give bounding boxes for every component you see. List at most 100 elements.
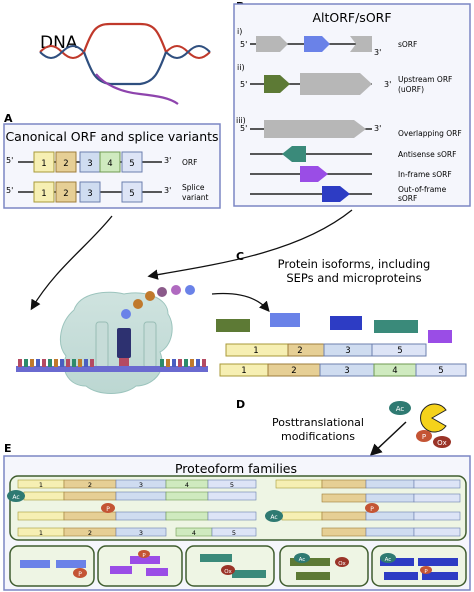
- protein-green: [216, 319, 250, 332]
- orf-exon-4: 4: [107, 159, 112, 169]
- isoform2-exon-5: 5: [438, 366, 443, 376]
- pf-small4-ac: Ac: [299, 557, 306, 563]
- protein-purple: [428, 330, 452, 343]
- sub-i: i): [237, 27, 242, 36]
- isoform2-exon-4: 4: [392, 366, 397, 376]
- overlap-label: Overlapping ORF: [398, 129, 462, 138]
- orf-exons: 1 2 3 4 5: [33, 151, 143, 173]
- sorf-five-prime: 5': [240, 40, 247, 49]
- sorf-three-prime: 3': [374, 48, 381, 57]
- pf-row1-exon-5: 5: [230, 481, 234, 489]
- dna-illustration: DNA: [39, 22, 211, 105]
- phospho-marker: [416, 430, 432, 442]
- splice-three-prime: 3': [164, 186, 171, 195]
- proteoform-small-family-5: Ac P: [371, 545, 467, 587]
- panel-c: Protein isoforms, including SEPs and mic…: [216, 257, 467, 377]
- proteoform-small-family-2: P: [97, 545, 183, 587]
- arrow-b-to-ribosome: [147, 209, 353, 280]
- panel-letter-c: C: [236, 250, 244, 263]
- panel-c-title-line2: SEPs and microproteins: [286, 271, 421, 285]
- panel-d-title-line2: modifications: [281, 430, 355, 443]
- sub-ii: ii): [237, 63, 245, 72]
- orf-exon-2: 2: [63, 159, 68, 169]
- panel-a-title: Canonical ORF and splice variants: [5, 129, 218, 144]
- isoform1-exon-5: 5: [397, 346, 402, 356]
- outframe-label-line2: sORF: [398, 194, 417, 203]
- pf-right-ac: Ac: [270, 514, 277, 521]
- enzyme-pacman: [420, 403, 447, 433]
- pf-row4-exon-1: 1: [39, 529, 43, 537]
- panel-a: Canonical ORF and splice variants 5' 1 2…: [3, 123, 221, 209]
- pf-small4-ox: Ox: [338, 561, 346, 567]
- arrow-a-to-ribosome: [30, 215, 113, 311]
- proteoform-right-rows: Ac P: [265, 479, 461, 537]
- isoform1-exon-2: 2: [297, 346, 302, 356]
- orf-exon-5: 5: [129, 159, 134, 169]
- splice-exon-2: 2: [63, 189, 68, 199]
- uorf-three-prime: 3': [384, 80, 391, 89]
- pf-small5-p: P: [424, 569, 428, 575]
- splice-five-prime: 5': [6, 186, 13, 195]
- pf-row4-exon-3: 3: [139, 529, 143, 537]
- uorf-label-line2: (uORF): [398, 85, 424, 94]
- orf-label: ORF: [182, 158, 197, 167]
- acetyl-marker: [389, 401, 411, 415]
- splice-exon-5: 5: [129, 189, 134, 199]
- pf-small3-ox: Ox: [224, 569, 232, 575]
- orf-five-prime: 5': [6, 156, 13, 165]
- splice-exon-3: 3: [87, 189, 92, 199]
- uorf-five-prime: 5': [240, 80, 247, 89]
- pf-row1-exon-4: 4: [185, 481, 189, 489]
- sorf-label: sORF: [398, 40, 417, 49]
- sub-iii: iii): [236, 116, 246, 125]
- protein-blue: [270, 313, 300, 327]
- arrow-to-panel-e: [369, 421, 407, 457]
- outframe-label-line1: Out-of-frame: [398, 185, 447, 194]
- ptm-ac: Ac: [396, 405, 405, 413]
- isoform2-exon-1: 1: [241, 366, 246, 376]
- isoform2-exon-3: 3: [344, 366, 349, 376]
- pf-right-p: P: [370, 506, 374, 513]
- isoform1-exon-3: 3: [345, 346, 350, 356]
- ribosome-illustration: [16, 285, 208, 394]
- pf-small1-p: P: [78, 571, 82, 578]
- pf-left-ac: Ac: [12, 494, 19, 501]
- panel-letter-d: D: [236, 398, 245, 411]
- ptm-ox: Ox: [437, 439, 447, 447]
- pf-row1-exon-3: 3: [139, 481, 143, 489]
- pf-row4-exon-4: 4: [192, 529, 196, 537]
- pf-small2-p: P: [142, 553, 146, 559]
- panel-e: Proteoform families: [3, 455, 471, 591]
- splice-label-line2: variant: [182, 193, 209, 202]
- panel-c-title-line1: Protein isoforms, including: [278, 257, 431, 271]
- orf-exon-1: 1: [41, 159, 46, 169]
- pf-row4-exon-2: 2: [88, 529, 92, 537]
- overlap-five-prime: 5': [240, 124, 247, 133]
- overlap-three-prime: 3': [374, 124, 381, 133]
- uorf-label-line1: Upstream ORF: [398, 75, 452, 84]
- panel-b-title: AltORF/sORF: [312, 10, 391, 25]
- orf-exon-3: 3: [87, 159, 92, 169]
- panel-letter-a: A: [4, 112, 13, 125]
- proteoform-small-family-4: Ac Ox: [279, 545, 369, 587]
- panel-d-title-line1: Posttranslational: [272, 416, 364, 429]
- protein-teal: [374, 320, 418, 333]
- panel-d: Posttranslational modifications Ac P Ox: [272, 401, 451, 457]
- pf-row4-exon-5: 5: [232, 529, 236, 537]
- proteoform-small-family-1: P: [9, 545, 95, 587]
- splice-exons: 1 2 3 5: [33, 181, 143, 203]
- antisense-label: Antisense sORF: [398, 150, 456, 159]
- oxidation-marker: [433, 436, 451, 448]
- isoform-bar-2: 1 2 3 4 5: [219, 363, 467, 377]
- pf-left-p: P: [106, 506, 110, 513]
- pf-row1-exon-1: 1: [39, 481, 43, 489]
- proteoform-small-family-3: Ox: [185, 545, 275, 587]
- pf-row1-exon-2: 2: [88, 481, 92, 489]
- panel-e-title: Proteoform families: [175, 461, 297, 476]
- arrow-to-panel-c: [211, 292, 270, 312]
- isoform-bar-1: 1 2 3 5: [225, 343, 427, 357]
- isoform1-exon-1: 1: [253, 346, 258, 356]
- pf-small5-ac: Ac: [385, 557, 392, 563]
- panel-letter-e: E: [4, 442, 12, 455]
